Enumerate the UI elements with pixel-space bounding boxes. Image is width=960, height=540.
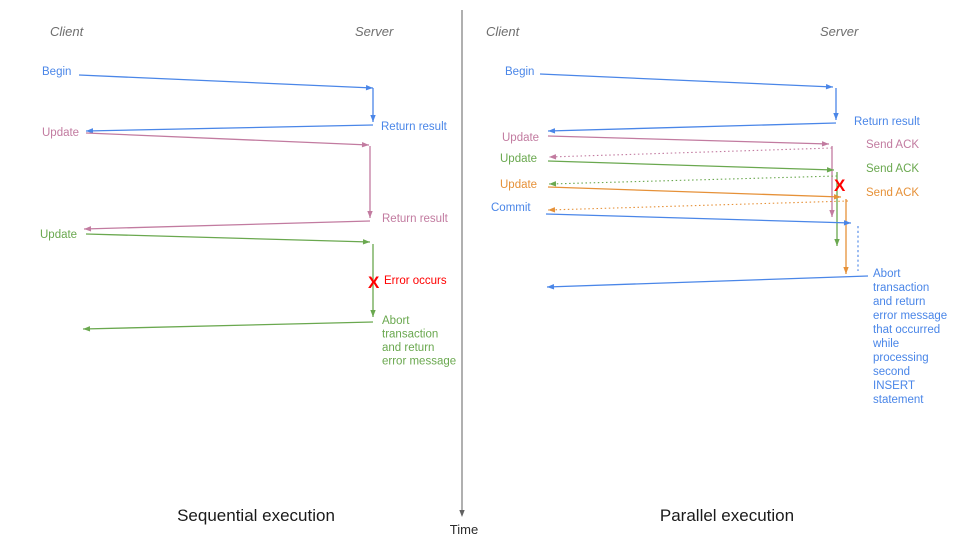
- sequential-update2-process-arrowhead: [370, 310, 376, 317]
- parallel-ack1-return-arrowhead: [549, 154, 557, 160]
- sequential-return-1-arrow: [85, 124, 374, 132]
- parallel-update1-send-arrow: [547, 135, 830, 145]
- time-axis-arrowhead: [459, 510, 465, 517]
- parallel-ack2-return-arrowhead: [549, 181, 557, 187]
- sequential-update2-send-arrowhead: [362, 239, 370, 245]
- parallel-update3-send-arrowhead: [833, 194, 841, 200]
- sequential-update-2-label: Update: [40, 229, 77, 241]
- sequential-return-2-arrowhead: [84, 226, 92, 232]
- sequential-update1-process-arrowhead: [367, 211, 373, 218]
- sequential-abort-return-arrowhead: [83, 326, 91, 332]
- parallel-begin-process-arrowhead: [833, 113, 839, 120]
- parallel-send-ack-3-label: Send ACK: [866, 187, 919, 199]
- parallel-begin-send-arrow: [539, 73, 834, 88]
- parallel-commit-send-arrow: [545, 213, 852, 224]
- parallel-abort-return-arrowhead: [547, 284, 555, 290]
- parallel-update3-process-arrowhead: [843, 267, 849, 274]
- parallel-return-result-arrowhead: [548, 128, 556, 134]
- parallel-abort-note-note: Abort transaction and return error message t…: [872, 268, 947, 406]
- parallel-abort-note-line-2: and return: [873, 296, 925, 308]
- sequential-return-result-1-label: Return result: [381, 121, 448, 133]
- parallel-update-3-label: Update: [500, 179, 537, 191]
- parallel-abort-return-arrow: [546, 275, 869, 288]
- parallel-return-result-label: Return result: [854, 116, 921, 128]
- parallel-abort-note-line-4: that occurred: [873, 324, 940, 336]
- parallel-client-header: Client: [486, 24, 521, 39]
- parallel-update2-send-arrowhead: [826, 167, 834, 173]
- parallel-update-2-label: Update: [500, 153, 537, 165]
- sequential-begin-process-arrowhead: [370, 115, 376, 122]
- sequential-error-occurs-label: Error occurs: [384, 275, 447, 287]
- sequential-return-result-2-label: Return result: [382, 213, 449, 225]
- sequential-begin-send-arrow: [78, 74, 374, 89]
- sequential-begin-send-arrowhead: [365, 84, 373, 91]
- parallel-abort-note-line-8: INSERT: [873, 380, 915, 392]
- sequential-abort-note-line-2: and return: [382, 342, 434, 354]
- sequential-return-1-arrowhead: [86, 128, 94, 134]
- sequential-return-2-arrow: [83, 220, 371, 230]
- time-axis: Time: [450, 10, 478, 537]
- parallel-title: Parallel execution: [660, 506, 794, 525]
- parallel-update3-send-arrow: [547, 186, 842, 198]
- sequential-abort-note-line-0: Abort: [382, 315, 410, 327]
- parallel-update1-process-arrowhead: [829, 210, 835, 217]
- parallel-update2-send-arrow: [547, 160, 835, 171]
- parallel-abort-note-line-5: while: [872, 338, 899, 350]
- parallel-send-ack-2-label: Send ACK: [866, 163, 919, 175]
- sequential-title: Sequential execution: [177, 506, 335, 525]
- parallel-error-x-label: X: [834, 176, 846, 195]
- parallel-commit-send-arrowhead: [843, 220, 851, 226]
- parallel-ack3-return-arrow: [547, 200, 849, 211]
- time-axis-label: Time: [450, 522, 478, 537]
- sequential-begin-label: Begin: [42, 66, 71, 78]
- parallel-begin-send-arrowhead: [825, 83, 833, 90]
- parallel-server-header: Server: [820, 24, 859, 39]
- parallel-commit-label: Commit: [491, 202, 531, 214]
- parallel-update2-process-arrowhead: [834, 239, 840, 246]
- sequential-update1-send-arrowhead: [361, 142, 369, 148]
- sequential-client-header: Client: [50, 24, 85, 39]
- parallel-update-1-label: Update: [502, 132, 539, 144]
- sequential-abort-note-line-1: transaction: [382, 329, 438, 341]
- parallel-abort-note-line-0: Abort: [873, 268, 901, 280]
- parallel-return-result-arrow: [547, 122, 837, 132]
- sequential-update2-send-arrow: [85, 233, 371, 243]
- sequential-abort-return-arrow: [82, 321, 374, 330]
- sequential-error-x-label: X: [368, 273, 380, 292]
- parallel-update1-send-arrowhead: [821, 141, 829, 147]
- sequential-server-header: Server: [355, 24, 394, 39]
- parallel-abort-note-line-9: statement: [873, 394, 924, 406]
- parallel-abort-note-line-7: second: [873, 366, 910, 378]
- sequential-update-1-label: Update: [42, 127, 79, 139]
- sequential-abort-note-line-3: error message: [382, 356, 456, 368]
- parallel-ack2-return-arrow: [548, 175, 838, 185]
- sequential-update1-send-arrow: [85, 132, 370, 146]
- parallel-begin-label: Begin: [505, 66, 534, 78]
- parallel-ack3-return-arrowhead: [548, 207, 556, 213]
- parallel-abort-note-line-3: error message: [873, 310, 947, 322]
- parallel-abort-note-line-6: processing: [873, 352, 929, 364]
- parallel-ack1-return-arrow: [548, 147, 833, 158]
- parallel-send-ack-1-label: Send ACK: [866, 139, 919, 151]
- parallel-abort-note-line-1: transaction: [873, 282, 929, 294]
